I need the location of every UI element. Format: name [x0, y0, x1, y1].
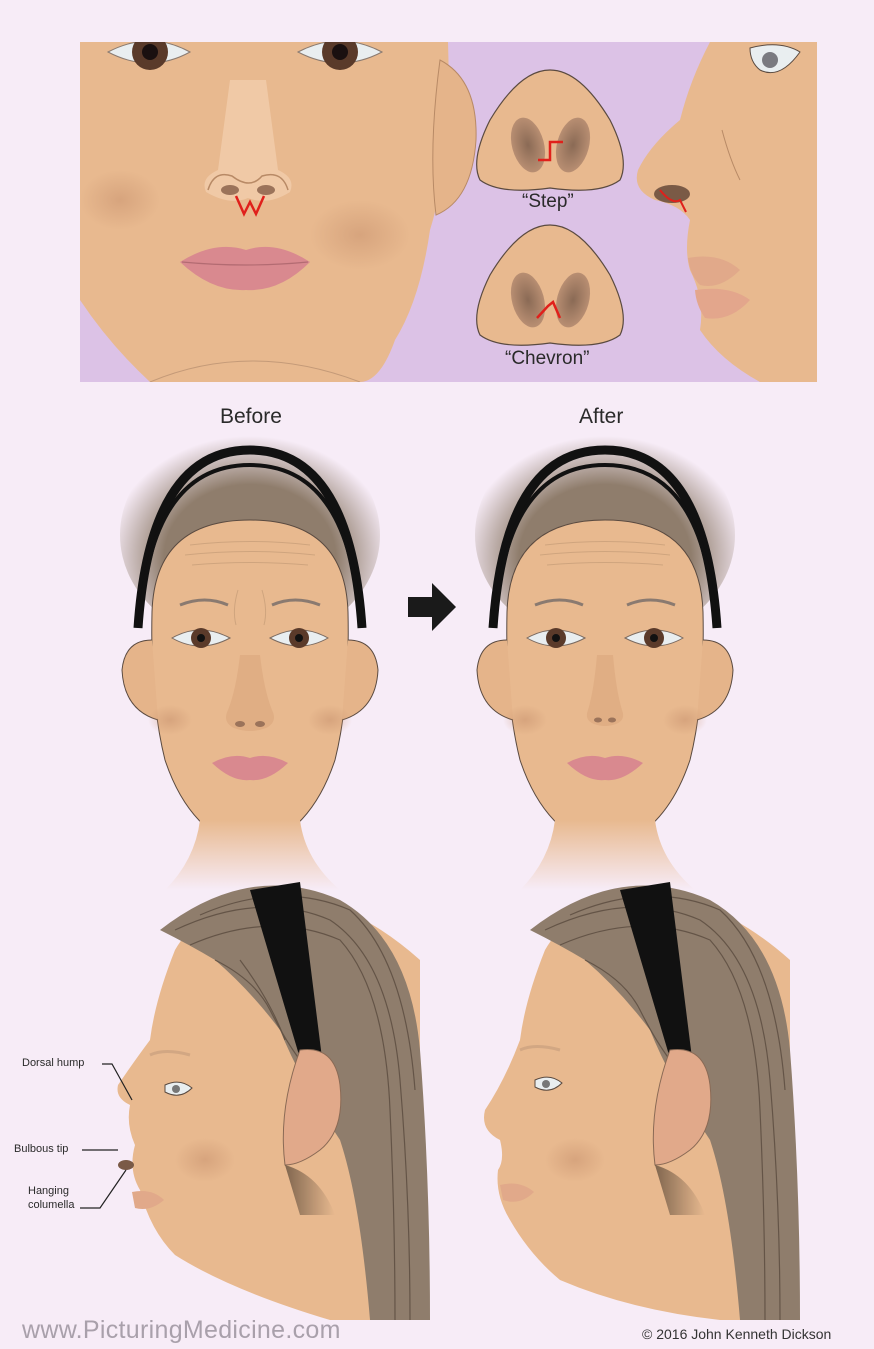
- after-label: After: [579, 405, 623, 429]
- step-incision-label: “Step”: [522, 191, 574, 213]
- top-panel: [80, 34, 817, 382]
- annotation-leaders: [80, 1064, 132, 1208]
- dorsal-hump-label: Dorsal hump: [22, 1057, 84, 1070]
- hanging-columella-label-line1: Hanging: [28, 1185, 69, 1198]
- frontal-after-face: [475, 425, 735, 890]
- before-label: Before: [220, 405, 282, 429]
- frontal-before-face: [120, 425, 380, 890]
- hanging-columella-label-line2: columella: [28, 1199, 74, 1212]
- chevron-incision-label: “Chevron”: [505, 348, 589, 370]
- profile-after-face: [484, 882, 800, 1320]
- bulbous-tip-label: Bulbous tip: [14, 1143, 68, 1156]
- before-after-arrow-icon: [408, 583, 456, 631]
- hanging-columella-leader: [80, 1170, 126, 1208]
- profile-before-face: [118, 882, 431, 1320]
- watermark-url: www.PicturingMedicine.com: [22, 1316, 341, 1345]
- copyright-notice: © 2016 John Kenneth Dickson: [642, 1326, 831, 1342]
